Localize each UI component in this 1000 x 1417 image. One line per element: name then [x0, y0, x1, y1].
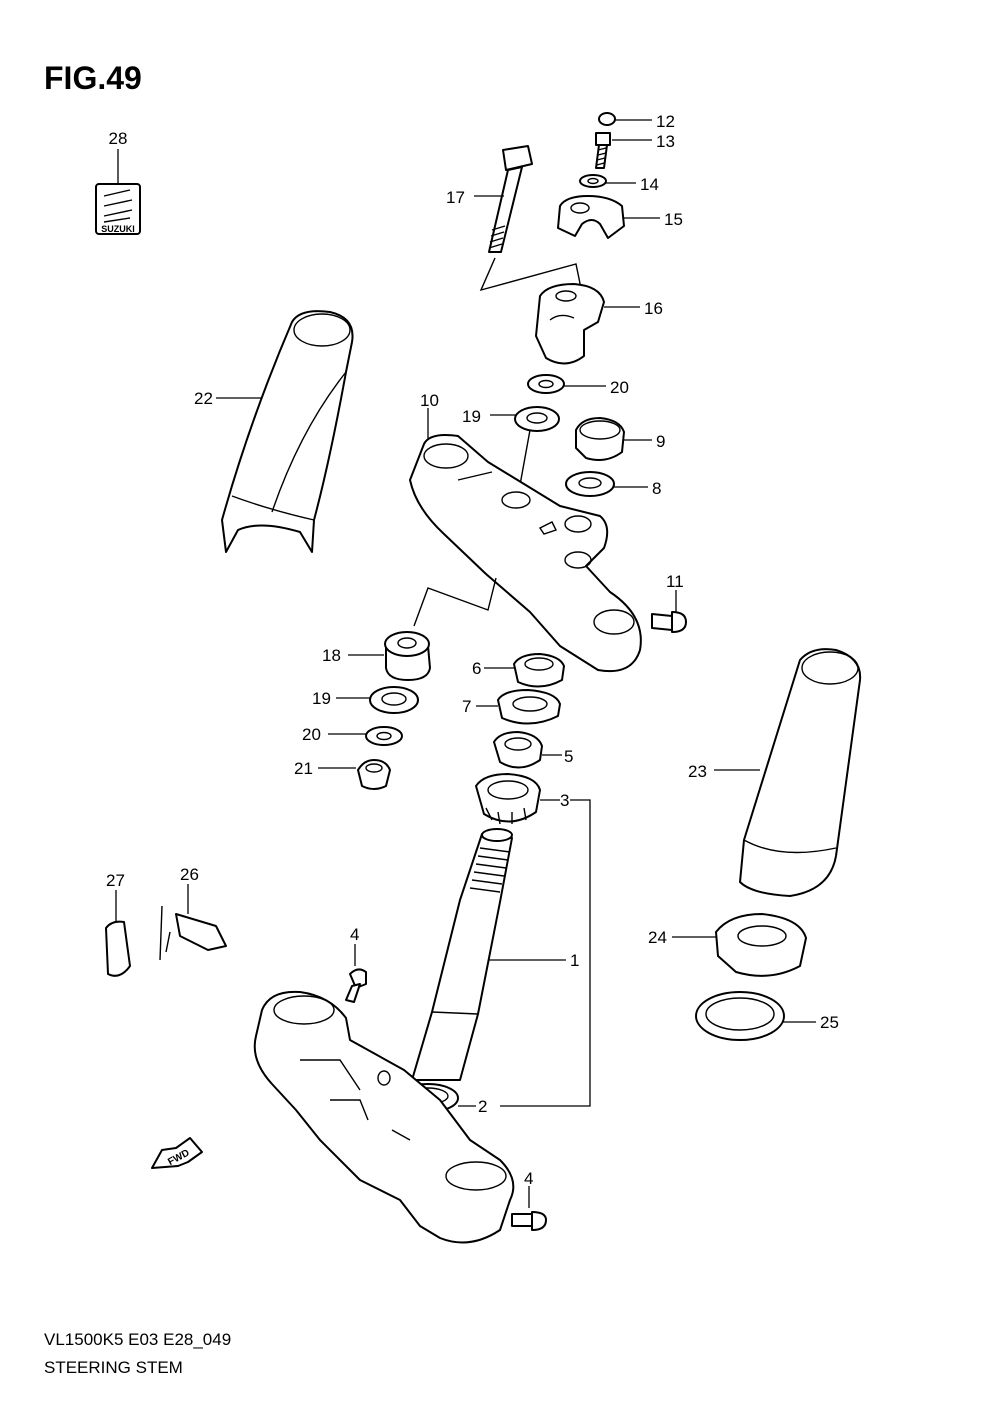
part-21-nut[interactable]: [357, 759, 391, 790]
callout-3: 3: [560, 791, 569, 810]
footer-code: VL1500K5 E03 E28_049: [44, 1330, 232, 1349]
part-6-nut[interactable]: [513, 653, 565, 688]
callout-22: 22: [194, 389, 213, 408]
emblem-text: SUZUKI: [101, 224, 135, 234]
callout-6: 6: [472, 659, 481, 678]
callout-13: 13: [656, 132, 675, 151]
part-28-emblem[interactable]: SUZUKI: [95, 183, 141, 235]
part-1-steering-stem[interactable]: [411, 828, 513, 1081]
part-12-cap[interactable]: [598, 112, 616, 126]
part-14-washer[interactable]: [579, 174, 607, 188]
callout-17: 17: [446, 188, 465, 207]
part-7-dust-seal[interactable]: [497, 689, 561, 725]
part-19-washer-lower[interactable]: [369, 686, 419, 714]
callout-20-upper: 20: [610, 378, 629, 397]
part-4-bolt-upper[interactable]: [345, 968, 367, 1003]
callout-9: 9: [656, 432, 665, 451]
callout-26: 26: [180, 865, 199, 884]
callout-5: 5: [564, 747, 573, 766]
part-22-fork-cover[interactable]: [221, 310, 354, 553]
part-19-bush-upper[interactable]: [514, 406, 560, 432]
part-17-bolt[interactable]: [488, 145, 533, 253]
part-8-washer[interactable]: [565, 471, 615, 497]
callout-15: 15: [664, 210, 683, 229]
callout-20-lower: 20: [302, 725, 321, 744]
part-25-washer[interactable]: [695, 991, 785, 1041]
callout-19-lower: 19: [312, 689, 331, 708]
part-5-bearing[interactable]: [493, 731, 543, 769]
callout-10: 10: [420, 391, 439, 410]
part-20-washer-upper[interactable]: [527, 374, 565, 394]
figure-title: FIG.49: [44, 60, 142, 96]
part-24-ring-nut[interactable]: [715, 913, 807, 977]
callout-16: 16: [644, 299, 663, 318]
callout-24: 24: [648, 928, 667, 947]
callout-4-upper: 4: [350, 925, 359, 944]
callout-12: 12: [656, 112, 675, 131]
part-27-cover[interactable]: [105, 920, 131, 977]
part-10-upper-bracket[interactable]: [409, 434, 642, 672]
callout-18: 18: [322, 646, 341, 665]
callout-8: 8: [652, 479, 661, 498]
part-26-steering-lock[interactable]: [159, 905, 227, 961]
callout-11: 11: [666, 572, 684, 591]
fwd-arrow-icon: FWD: [151, 1137, 203, 1169]
callout-7: 7: [462, 697, 471, 716]
footer-name: STEERING STEM: [44, 1358, 183, 1377]
part-23-fork-cover[interactable]: [739, 648, 862, 897]
callout-14: 14: [640, 175, 659, 194]
part-9-nut[interactable]: [575, 417, 625, 461]
part-15-handlebar-clamp[interactable]: [557, 195, 625, 239]
part-16-handlebar-holder[interactable]: [535, 283, 605, 365]
callout-1: 1: [570, 951, 579, 970]
part-20-washer-lower[interactable]: [365, 726, 403, 746]
part-18-bush[interactable]: [384, 631, 431, 681]
callout-25: 25: [820, 1013, 839, 1032]
callout-28: 28: [109, 129, 128, 148]
callout-23: 23: [688, 762, 707, 781]
callout-4-lower: 4: [524, 1169, 533, 1188]
part-11-bolt[interactable]: [651, 611, 687, 633]
callout-19-upper: 19: [462, 407, 481, 426]
lower-bracket[interactable]: [253, 990, 515, 1244]
part-3-bearing[interactable]: [475, 773, 541, 825]
callout-2: 2: [478, 1097, 487, 1116]
part-13-bolt[interactable]: [595, 132, 611, 169]
part-4-bolt-lower[interactable]: [511, 1211, 547, 1231]
callout-27: 27: [106, 871, 125, 890]
callout-21: 21: [294, 759, 313, 778]
